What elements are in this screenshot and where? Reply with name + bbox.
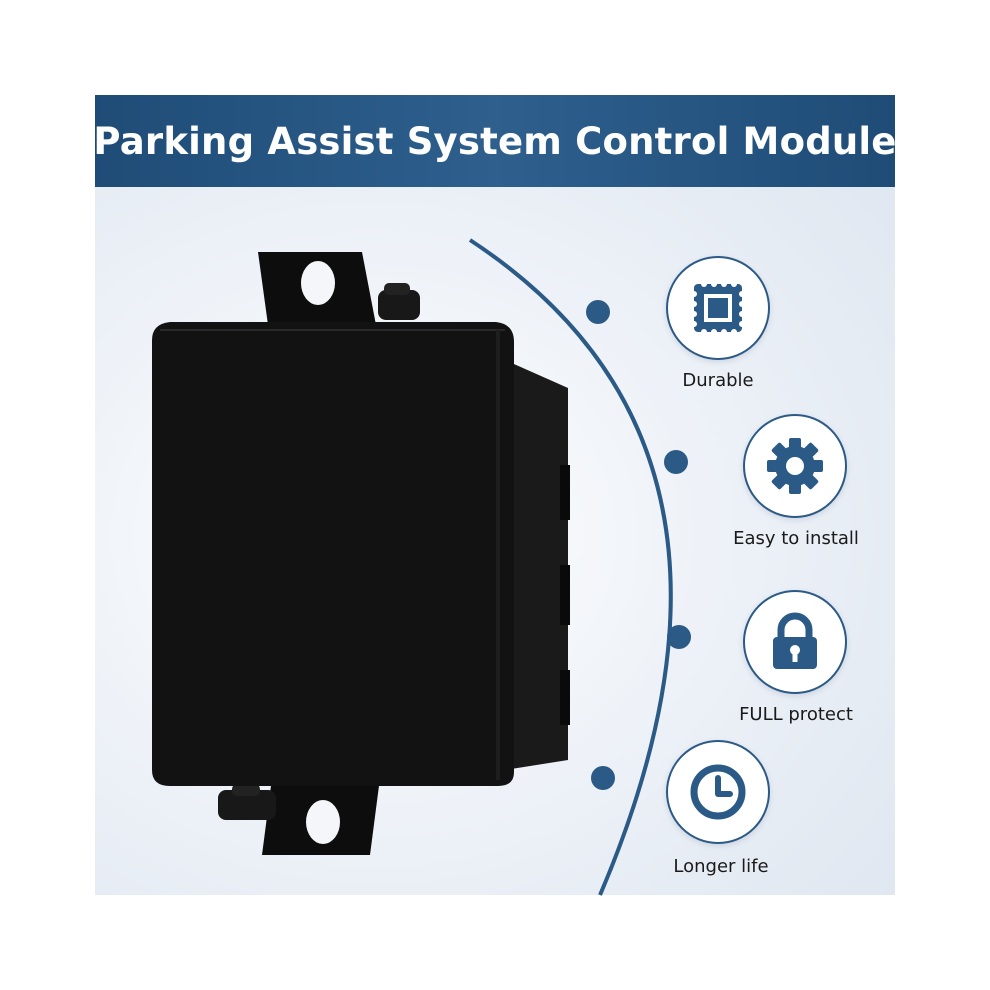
feature-label-longer-life: Longer life	[673, 856, 769, 877]
feature-longer-life	[666, 740, 770, 844]
feature-label-easy-install: Easy to install	[733, 528, 859, 549]
lock-icon	[773, 612, 817, 669]
feature-full-protect	[743, 590, 847, 694]
title-banner: Parking Assist System Control Module	[93, 95, 897, 187]
chip-icon	[691, 281, 745, 335]
clock-icon	[690, 764, 746, 820]
arc-dot	[667, 625, 691, 649]
feature-durable	[666, 256, 770, 360]
feature-label-durable: Durable	[682, 370, 754, 391]
decorative-arc	[468, 238, 673, 896]
feature-easy-install	[743, 414, 847, 518]
page-title: Parking Assist System Control Module	[93, 119, 897, 163]
control-module	[152, 252, 570, 855]
arc-dot	[586, 300, 610, 324]
gear-icon	[767, 438, 823, 494]
arc-dot	[664, 450, 688, 474]
feature-label-full-protect: FULL protect	[739, 704, 853, 725]
arc-dot	[591, 766, 615, 790]
